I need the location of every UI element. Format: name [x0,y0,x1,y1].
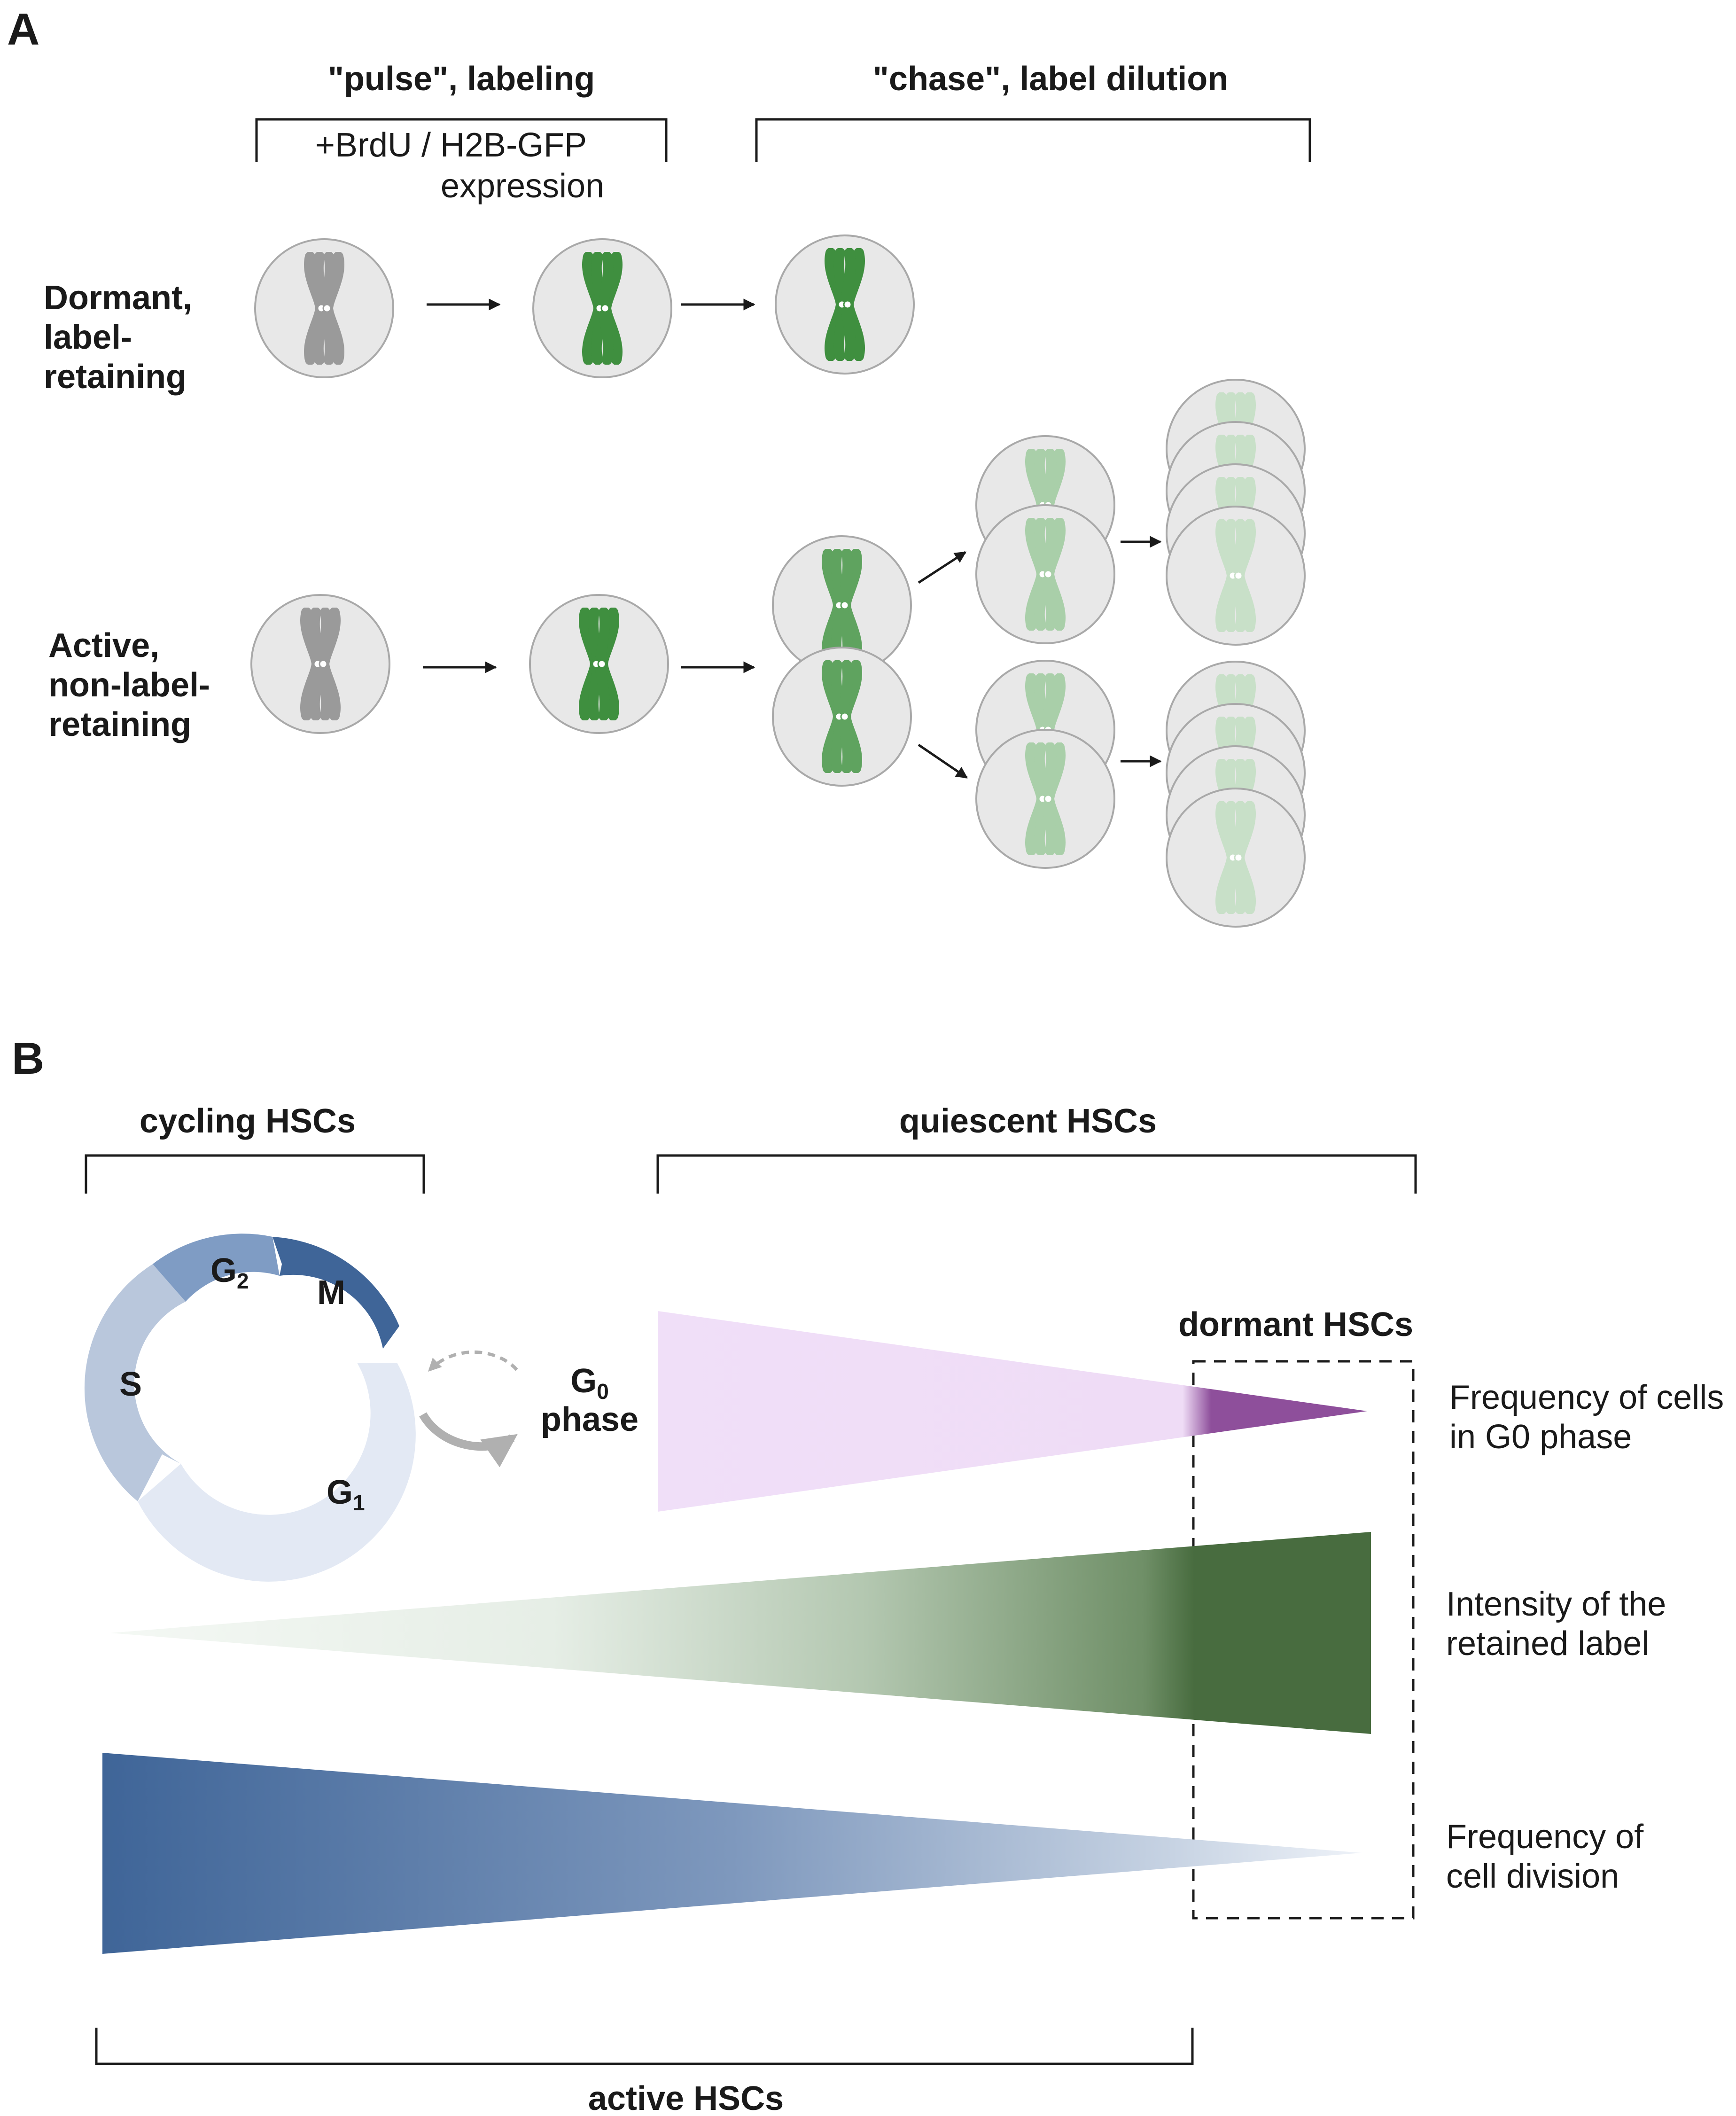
phase-g2-segment [153,1234,280,1302]
cycling-bracket [85,1154,425,1194]
active-hscs-label: active HSCs [588,2080,784,2116]
phase-m-label: M [317,1274,345,1312]
active-cell-division-1 [772,535,912,787]
pulse-header: "pulse", labeling [328,60,595,98]
row-label-active: Active, non-label- retaining [48,627,210,743]
chase-bracket [755,118,1311,162]
phase-g1-label: G1 [327,1474,365,1515]
cycling-header: cycling HSCs [140,1102,356,1140]
phase-g2-label: G2 [210,1252,249,1293]
active-cell-labeled [529,594,669,734]
panel-a-letter: A [7,4,39,55]
active-cell-division-2-lower [975,660,1115,869]
dormant-hscs-box [1192,1360,1415,1920]
phase-m-segment [272,1237,399,1349]
pulse-subtext-line1: +BrdU / H2B-GFP [315,126,587,164]
active-cell-division-2-upper [975,435,1115,644]
svg-text:retaining: retaining [48,706,191,743]
arrow [918,551,967,584]
arrow [918,743,968,779]
g0-frequency-label-line1: Frequency of cells [1449,1379,1724,1416]
quiescent-bracket [656,1154,1417,1194]
return-to-cycle-arrow [428,1351,518,1372]
active-cell-unlabeled [250,594,390,734]
row-label-dormant: Dormant, label- retaining [44,279,192,396]
quiescent-header: quiescent HSCs [899,1102,1157,1140]
dormant-cell-labeled [532,238,672,378]
panel-b-letter: B [12,1033,44,1084]
phase-g1-segment [138,1363,416,1582]
dormant-cell-retained [775,234,915,375]
label-intensity-label-line1: Intensity of the [1446,1585,1666,1623]
chase-header: "chase", label dilution [873,60,1228,98]
svg-text:label-: label- [44,319,132,356]
enter-g0-arrow [419,1412,518,1468]
svg-text:Active,: Active, [48,627,159,664]
active-cell-division-3-lower [1166,661,1306,928]
svg-text:retaining: retaining [44,358,187,396]
active-cell-division-3-upper [1166,379,1306,646]
phase-s-segment [84,1264,186,1501]
active-bracket [95,2028,1194,2065]
division-frequency-label-line1: Frequency of [1446,1818,1644,1856]
dormant-hscs-label: dormant HSCs [1178,1306,1413,1343]
division-frequency-wedge [102,1753,1362,1954]
pulse-subtext-line2: expression [441,167,604,205]
svg-text:non-label-: non-label- [48,666,210,704]
cell-cycle-ring [84,1234,416,1582]
g0-phase-word: phase [541,1401,638,1438]
phase-s-label: S [119,1366,142,1403]
pulse-bracket [255,118,668,162]
g0-frequency-wedge [658,1311,1367,1512]
svg-text:Dormant,: Dormant, [44,279,192,317]
label-intensity-label-line2: retained label [1446,1625,1649,1663]
g0-label: G0 [570,1362,609,1404]
division-frequency-label-line2: cell division [1446,1858,1619,1895]
dormant-cell-unlabeled [254,238,394,378]
g0-frequency-label-line2: in G0 phase [1449,1418,1632,1456]
label-intensity-wedge [110,1532,1371,1734]
